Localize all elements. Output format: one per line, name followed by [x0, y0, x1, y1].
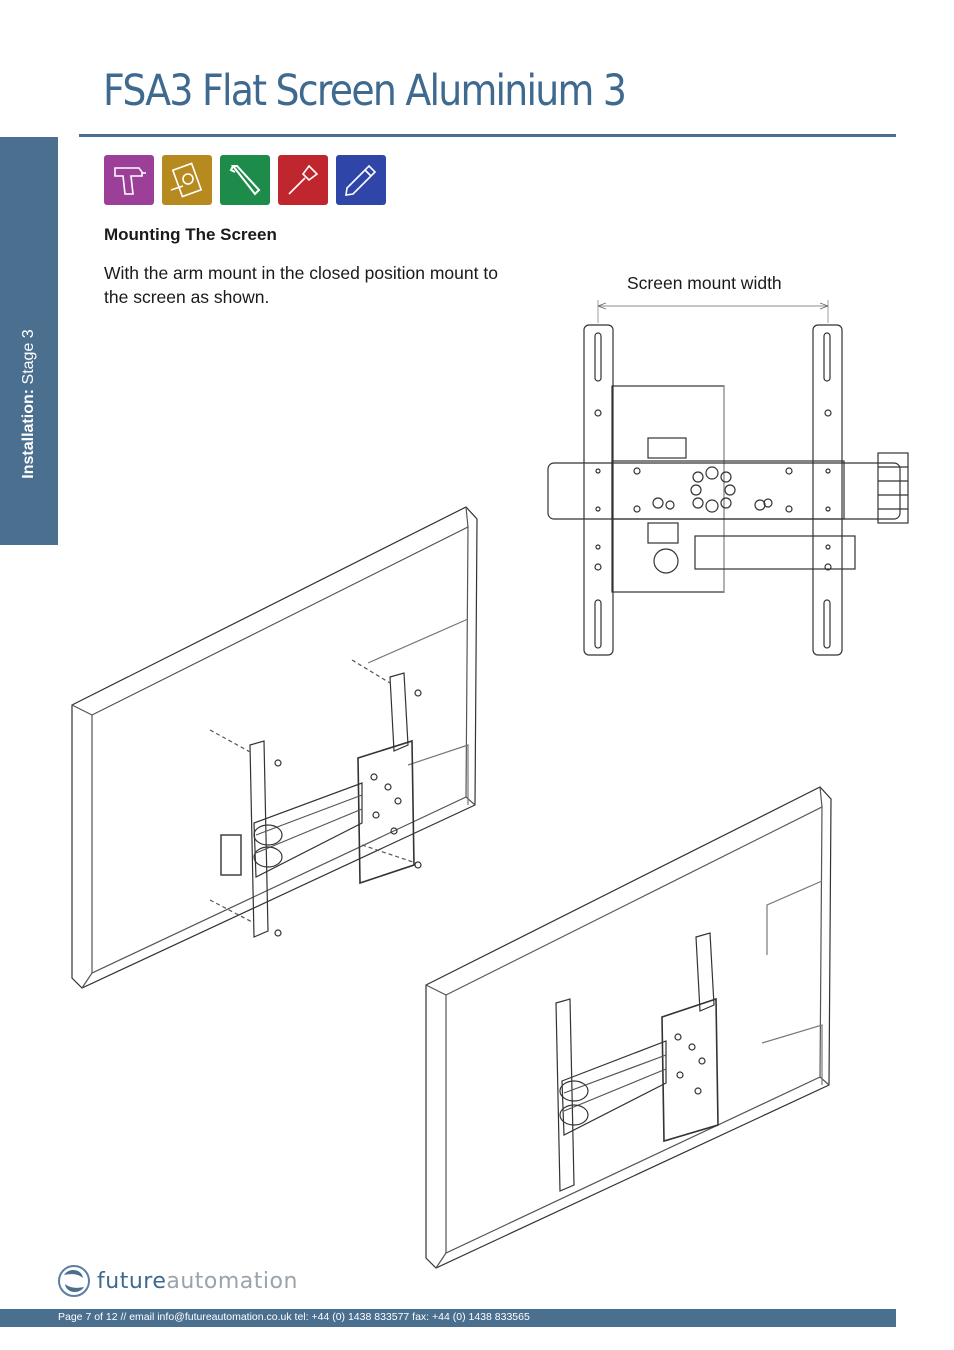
- logo-text-secondary: automation: [166, 1268, 298, 1294]
- footer-contact: Page 7 of 12 // email info@futureautomat…: [58, 1311, 530, 1323]
- side-tab-label-bold: Installation:: [20, 388, 37, 479]
- front-view-drawing: [547, 300, 909, 656]
- side-tab: Installation: Stage 3: [0, 137, 58, 545]
- drill-icon: [104, 155, 154, 205]
- tape-measure-icon: [162, 155, 212, 205]
- company-logo: futureautomation: [57, 1264, 298, 1298]
- screwdriver-icon: [278, 155, 328, 205]
- logo-swirl-icon: [58, 1265, 90, 1297]
- pencil-icon: [336, 155, 386, 205]
- side-tab-label-rest: Stage 3: [20, 329, 37, 389]
- section-heading: Mounting The Screen: [104, 225, 277, 244]
- logo-text: futureautomation: [97, 1269, 298, 1294]
- page-title: FSA3 Flat Screen Aluminium 3: [103, 66, 627, 116]
- title-rule: [79, 134, 896, 137]
- section-body: With the arm mount in the closed positio…: [104, 263, 498, 307]
- side-tab-label: Installation: Stage 3: [20, 329, 38, 478]
- tool-icons: [104, 155, 386, 205]
- logo-text-primary: future: [97, 1268, 167, 1294]
- screen-mount-width-label: Screen mount width: [627, 273, 782, 293]
- mounted-view-drawing: [425, 786, 832, 1269]
- allen-key-icon: [220, 155, 270, 205]
- footer-bar: [0, 1309, 896, 1327]
- exploded-view-drawing: [71, 506, 478, 989]
